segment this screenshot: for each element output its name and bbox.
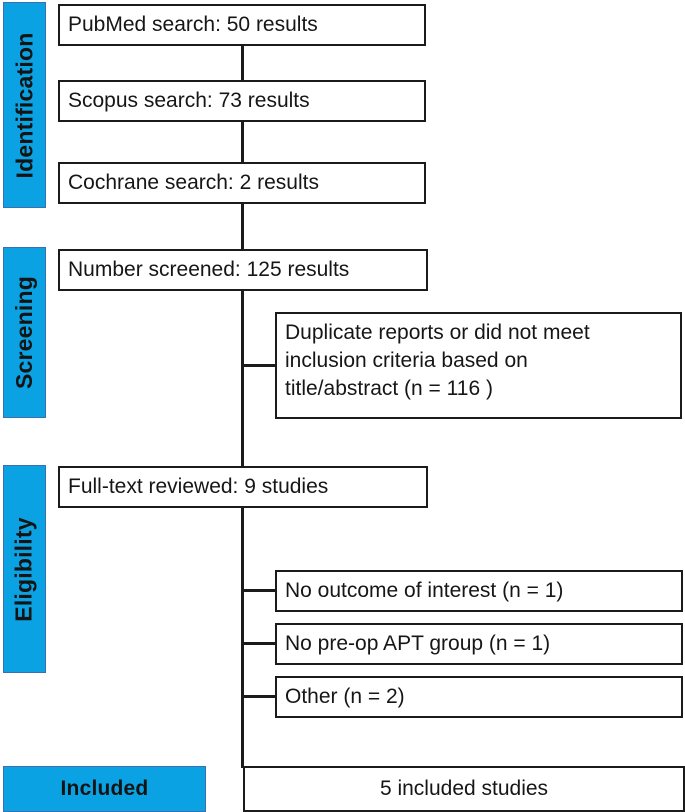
connector-fulltext-to-no-apt xyxy=(243,642,277,645)
stage-bar-included: Included xyxy=(3,766,206,812)
node-excluded-no-outcome-label: No outcome of interest (n = 1) xyxy=(285,579,564,603)
node-number-screened: Number screened: 125 results xyxy=(58,249,428,291)
stage-label-included: Included xyxy=(60,777,149,800)
node-cochrane-search: Cochrane search: 2 results xyxy=(58,162,426,204)
stage-label-identification: Identification xyxy=(11,32,38,178)
node-cochrane-search-label: Cochrane search: 2 results xyxy=(68,171,319,195)
node-pubmed-search: PubMed search: 50 results xyxy=(58,4,426,46)
node-full-text-reviewed: Full-text reviewed: 9 studies xyxy=(58,466,428,508)
stage-bar-identification: Identification xyxy=(3,2,46,208)
node-excluded-duplicates: Duplicate reports or did not meet inclus… xyxy=(275,312,682,419)
node-number-screened-label: Number screened: 125 results xyxy=(68,258,350,282)
node-excluded-duplicates-label: Duplicate reports or did not meet inclus… xyxy=(285,321,590,400)
node-excluded-other-label: Other (n = 2) xyxy=(285,685,405,709)
node-excluded-no-apt-group: No pre-op APT group (n = 1) xyxy=(275,623,683,665)
connector-scopus-to-cochrane xyxy=(241,120,244,164)
connector-screened-to-duplicates xyxy=(243,364,277,367)
connector-fulltext-to-included xyxy=(241,506,244,768)
node-pubmed-search-label: PubMed search: 50 results xyxy=(68,13,318,37)
node-scopus-search: Scopus search: 73 results xyxy=(58,80,426,122)
node-excluded-other: Other (n = 2) xyxy=(275,676,683,718)
node-included-studies: 5 included studies xyxy=(243,766,685,812)
node-included-studies-label: 5 included studies xyxy=(379,777,549,801)
node-excluded-no-apt-group-label: No pre-op APT group (n = 1) xyxy=(285,632,551,656)
node-scopus-search-label: Scopus search: 73 results xyxy=(68,89,310,113)
stage-label-eligibility: Eligibility xyxy=(11,516,37,622)
node-full-text-reviewed-label: Full-text reviewed: 9 studies xyxy=(68,475,329,499)
connector-screened-to-fulltext xyxy=(241,289,244,468)
stage-bar-eligibility: Eligibility xyxy=(3,465,46,673)
connector-cochrane-to-screened xyxy=(241,202,244,251)
connector-pubmed-to-scopus xyxy=(241,44,244,82)
stage-bar-screening: Screening xyxy=(3,247,46,418)
connector-fulltext-to-no-outcome xyxy=(243,589,277,592)
stage-label-screening: Screening xyxy=(11,275,38,390)
node-excluded-no-outcome: No outcome of interest (n = 1) xyxy=(275,570,683,612)
connector-fulltext-to-other xyxy=(243,695,277,698)
